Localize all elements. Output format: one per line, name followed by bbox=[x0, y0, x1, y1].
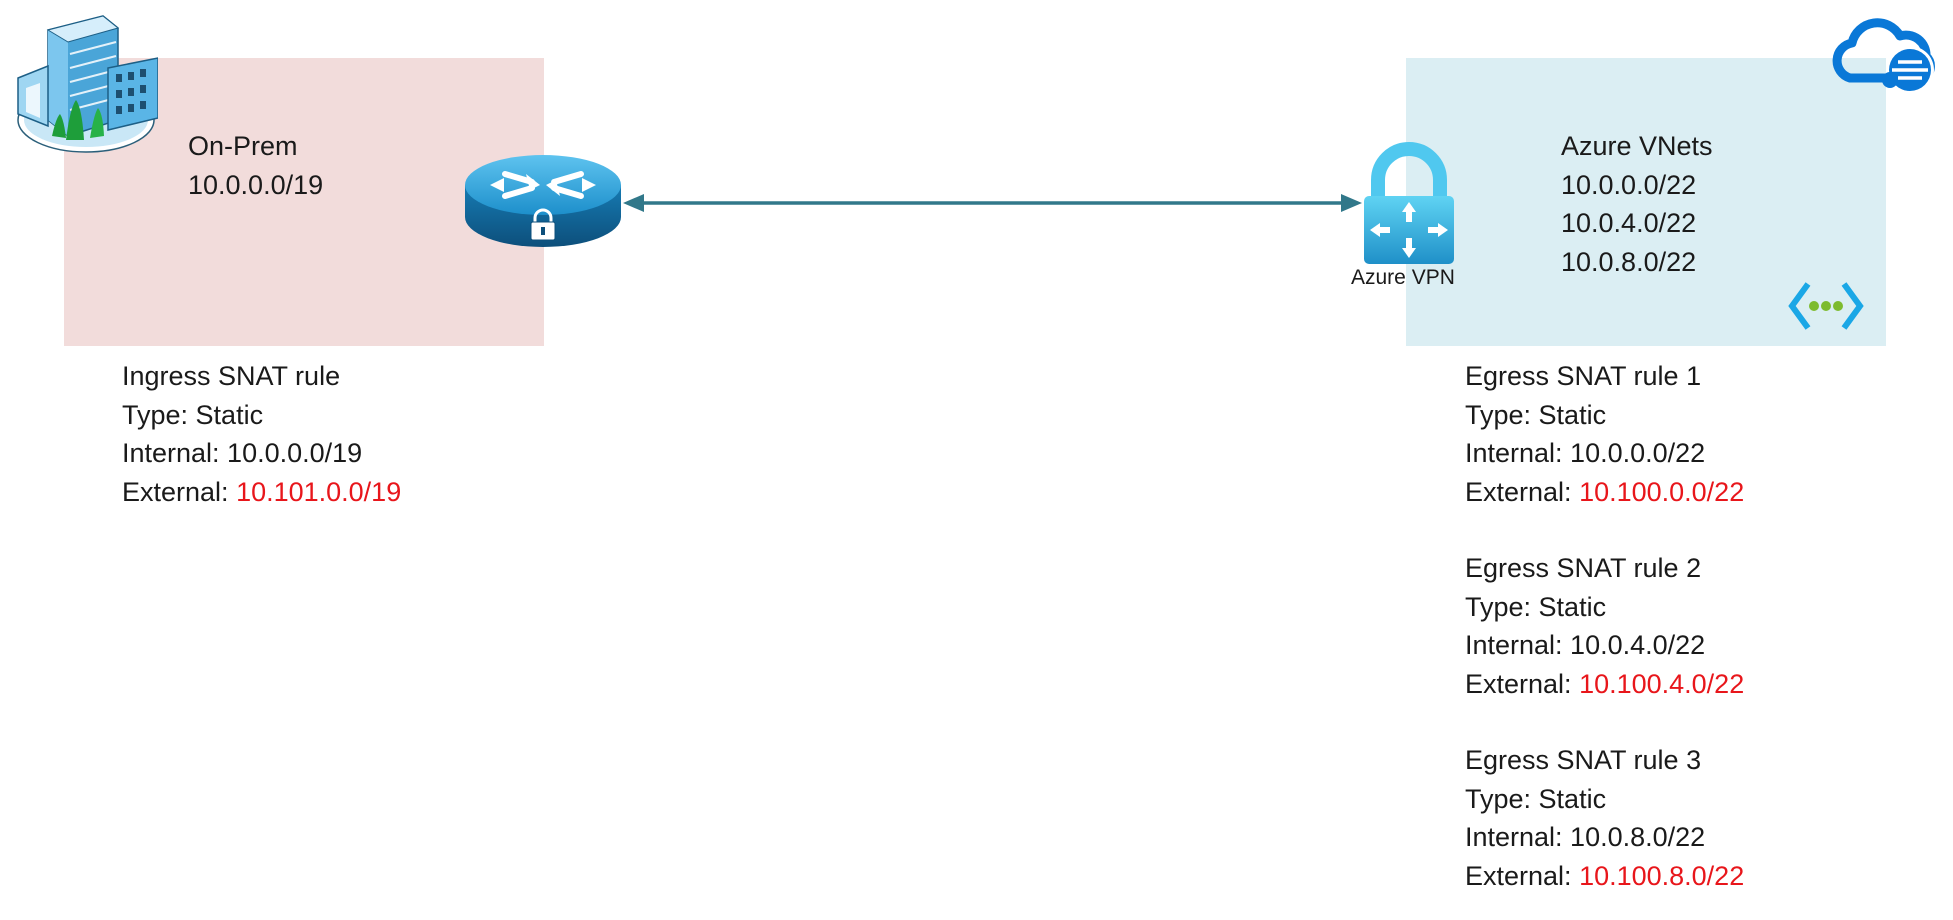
rule-type: Type: Static bbox=[122, 399, 264, 430]
rule-external: External: 10.100.0.0/22 bbox=[1465, 473, 1744, 512]
azure-vnets-label: Azure VNets 10.0.0.0/22 10.0.4.0/22 10.0… bbox=[1561, 127, 1713, 281]
onprem-label: On-Prem 10.0.0.0/19 bbox=[188, 127, 323, 204]
rule-external-value: 10.100.0.0/22 bbox=[1579, 476, 1745, 507]
azure-vnet-cidr: 10.0.0.0/22 bbox=[1561, 169, 1697, 200]
rule-external: External: 10.101.0.0/19 bbox=[122, 473, 401, 512]
ingress-snat-rule: Ingress SNAT rule Type: Static Internal:… bbox=[122, 357, 401, 511]
rule-title: Egress SNAT rule 1 bbox=[1465, 361, 1702, 391]
azure-vnets-title: Azure VNets bbox=[1561, 131, 1713, 161]
rule-internal: Internal: 10.0.4.0/22 bbox=[1465, 630, 1706, 660]
rule-external-label: External: bbox=[1465, 668, 1580, 699]
rule-external: External: 10.100.8.0/22 bbox=[1465, 857, 1744, 896]
rule-external-label: External: bbox=[1465, 476, 1580, 507]
azure-vnet-cidr: 10.0.8.0/22 bbox=[1561, 246, 1697, 277]
rule-title: Ingress SNAT rule bbox=[122, 361, 341, 391]
rule-internal: Internal: 10.0.0.0/22 bbox=[1465, 438, 1706, 468]
building-icon bbox=[17, 15, 158, 153]
rule-external-label: External: bbox=[122, 476, 237, 507]
rule-title: Egress SNAT rule 2 bbox=[1465, 553, 1702, 583]
azure-cloud-icon bbox=[1832, 18, 1935, 94]
onprem-title: On-Prem bbox=[188, 131, 298, 161]
rule-external-value: 10.100.4.0/22 bbox=[1579, 668, 1745, 699]
azure-vpn-gateway-icon bbox=[1364, 142, 1454, 264]
connection-arrow bbox=[623, 194, 1362, 212]
router-lock-icon bbox=[465, 155, 621, 247]
vpn-label: Azure VPN bbox=[1351, 266, 1455, 289]
azure-zone bbox=[1406, 58, 1886, 346]
rule-title: Egress SNAT rule 3 bbox=[1465, 745, 1702, 775]
rule-type: Type: Static bbox=[1465, 783, 1607, 814]
egress-snat-rule-1: Egress SNAT rule 1 Type: Static Internal… bbox=[1465, 357, 1744, 511]
egress-snat-rule-3: Egress SNAT rule 3 Type: Static Internal… bbox=[1465, 741, 1744, 895]
rule-internal: Internal: 10.0.0.0/19 bbox=[122, 438, 363, 468]
azure-vnet-cidr: 10.0.4.0/22 bbox=[1561, 208, 1697, 238]
rule-type: Type: Static bbox=[1465, 399, 1607, 430]
rule-type: Type: Static bbox=[1465, 591, 1607, 622]
rule-external-value: 10.100.8.0/22 bbox=[1579, 860, 1745, 891]
egress-snat-rule-2: Egress SNAT rule 2 Type: Static Internal… bbox=[1465, 549, 1744, 703]
vnet-icon bbox=[1788, 282, 1864, 330]
rule-external-label: External: bbox=[1465, 860, 1580, 891]
rule-external: External: 10.100.4.0/22 bbox=[1465, 665, 1744, 704]
onprem-cidr: 10.0.0.0/19 bbox=[188, 169, 324, 200]
rule-external-value: 10.101.0.0/19 bbox=[236, 476, 402, 507]
rule-internal: Internal: 10.0.8.0/22 bbox=[1465, 822, 1706, 852]
